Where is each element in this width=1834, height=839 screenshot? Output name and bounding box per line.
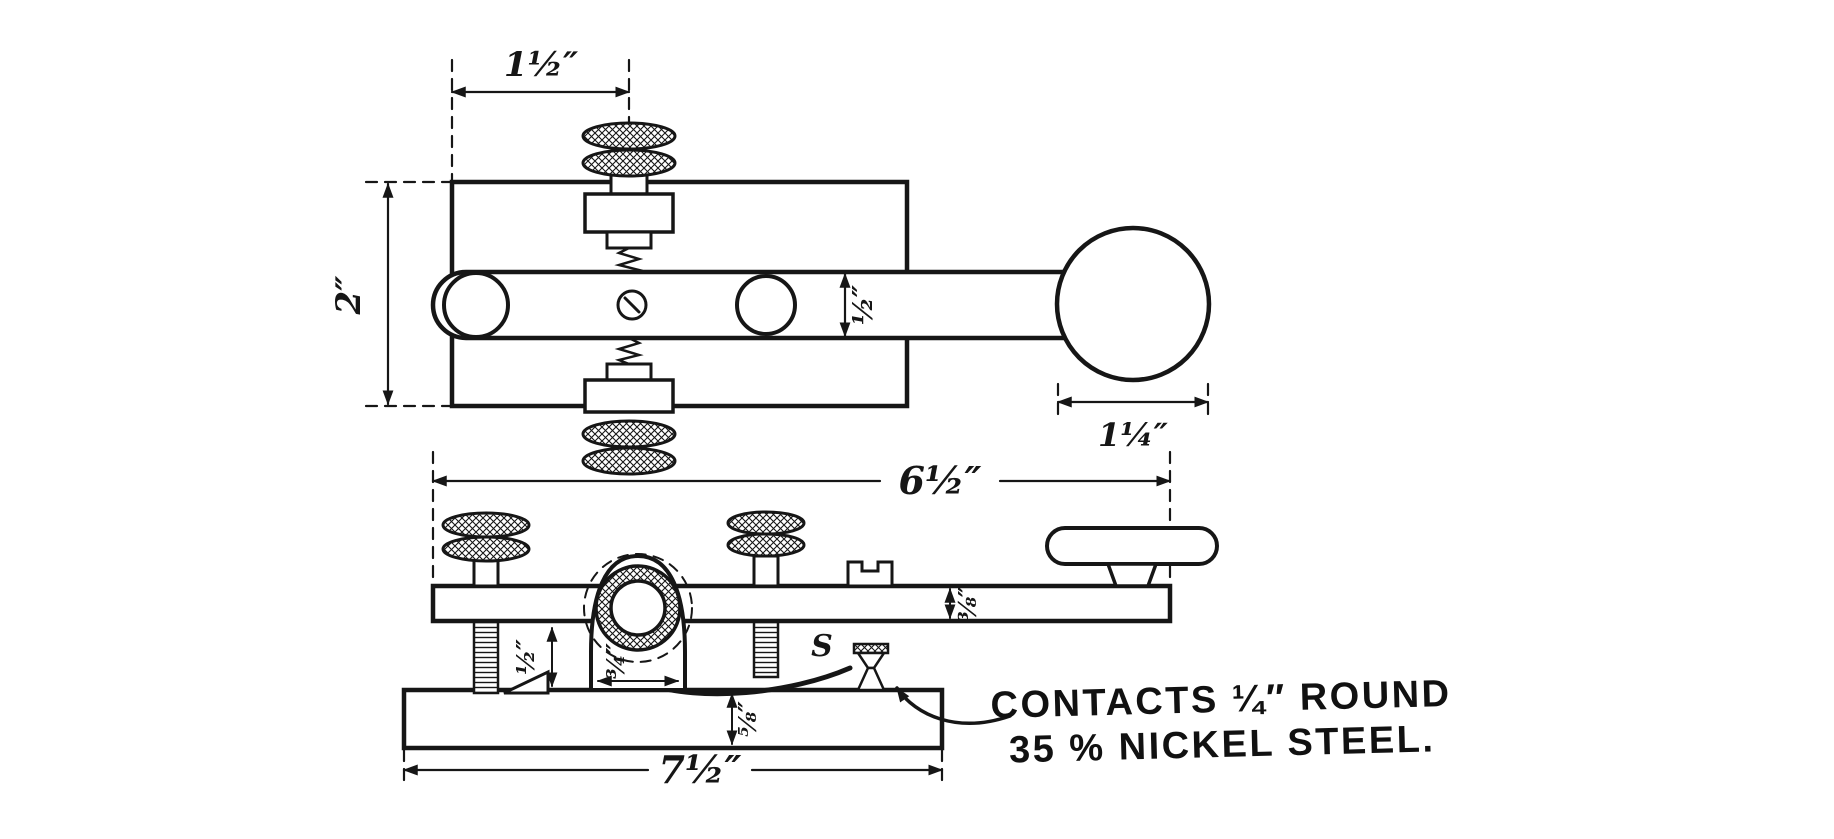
dim-contact-gap: ½″ [511, 626, 558, 688]
contact-stack [852, 642, 890, 692]
knurled-nut [581, 121, 677, 151]
dim-base-length: 7½″ [402, 747, 944, 792]
dim-base-length-label: 7½″ [658, 747, 741, 792]
dim-bearing-width-label: ¾″ [601, 643, 630, 679]
dim-contact-gap-label: ½″ [511, 639, 540, 675]
knob-side [1045, 526, 1219, 588]
dim-lever-thickness-label: ⅜″ [953, 586, 982, 622]
left-screw-shaft [472, 619, 500, 695]
pivot-screw [616, 289, 648, 321]
contact-point-upper [855, 651, 887, 670]
knob-stem [1105, 562, 1159, 588]
contact-point-lower [856, 666, 886, 692]
knurled-nut [581, 419, 677, 449]
knurled-head [441, 511, 531, 539]
note-leader-arrow [895, 686, 1012, 725]
spring-label: S [811, 629, 833, 664]
note-text-line2: 35 % NICKEL STEEL. [1009, 718, 1436, 771]
terminal-bracket [846, 560, 894, 588]
dim-frame-height-label: 2″ [329, 276, 369, 316]
trunnion-bearing-bore [609, 579, 667, 637]
lower-adjusting-screw [581, 336, 677, 476]
left-thumbscrew [441, 511, 531, 588]
dim-lever-width-label: ½″ [848, 285, 879, 325]
contact-flange [852, 642, 890, 655]
knurled-head [441, 535, 531, 563]
dim-lever-length: 6½″ [431, 450, 1172, 584]
trunnion-hidden-circle [583, 553, 693, 663]
side-view: 6½″ [401, 450, 1219, 792]
contacts-note: CONTACTS ¼″ ROUND 35 % NICKEL STEEL. [895, 673, 1452, 772]
dim-lever-thickness: ⅜″ [944, 586, 982, 622]
dim-lever-width: ½″ [839, 272, 879, 338]
knob-capsule [1045, 526, 1219, 566]
base-block [401, 687, 945, 751]
screw-stem [752, 554, 780, 588]
top-view: 1½″ 2″ [329, 45, 1212, 476]
dim-knob-diameter: 1¼″ [1056, 382, 1210, 454]
dim-base-thickness: ⅝″ [726, 692, 762, 746]
upper-adjusting-screw [581, 121, 677, 276]
dim-frame-height: 2″ [329, 180, 452, 408]
lever-hole-middle [735, 274, 797, 336]
dim-base-thickness-label: ⅝″ [733, 701, 762, 737]
dim-frame-width: 1½″ [450, 45, 631, 182]
lever-side [430, 583, 1173, 624]
screw-block [583, 378, 675, 414]
dim-knob-diameter-label: 1¼″ [1098, 416, 1169, 454]
screw-thread-zigzag [614, 336, 644, 366]
lever-hole-left [442, 271, 510, 339]
screw-block [583, 192, 675, 234]
middle-screw-shaft [752, 619, 780, 679]
knurled-head [726, 532, 806, 558]
middle-thumbscrew [726, 510, 806, 588]
trunnion-post [583, 553, 693, 692]
knurled-head [726, 510, 806, 536]
dim-bearing-width: ¾″ [596, 643, 680, 687]
screw-collar [605, 362, 653, 382]
pivot-screw-slot [623, 296, 641, 314]
knurled-nut [581, 148, 677, 178]
knurled-nut [581, 446, 677, 476]
dim-frame-width-label: 1½″ [504, 45, 578, 85]
dim-lever-length-label: 6½″ [898, 458, 981, 503]
knob-plan [1054, 225, 1212, 383]
screw-collar [605, 230, 653, 250]
